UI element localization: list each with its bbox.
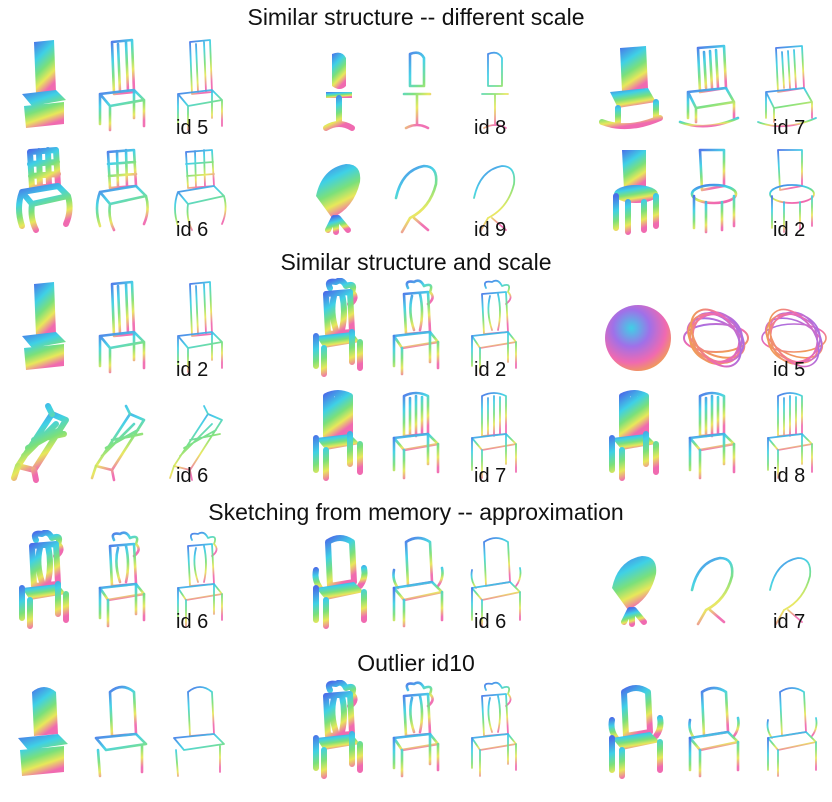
chair-sketch-image <box>688 391 736 480</box>
chair-row: id 6 id 7 id 8 <box>0 384 832 506</box>
chair-triplet: id 7 <box>598 36 832 158</box>
id-label: id 5 <box>773 359 806 381</box>
chair-pointcloud-image <box>613 150 659 235</box>
chair-pointcloud-image <box>19 530 69 629</box>
chair-sketch-image <box>688 686 740 778</box>
chair-pointcloud-image <box>22 282 66 370</box>
id-label: id 7 <box>474 465 507 487</box>
chair-pointcloud-image <box>16 147 73 233</box>
chair-triplet: id 5 <box>598 278 832 400</box>
chair-row: id 6 id 9 id 2 <box>0 138 832 260</box>
chair-sketch-image <box>94 685 148 778</box>
id-label: id 8 <box>773 465 806 487</box>
chair-triplet <box>302 680 562 802</box>
chair-pointcloud-image <box>22 40 66 128</box>
chair-triplet: id 8 <box>598 384 832 506</box>
chair-sketch-image <box>678 44 740 128</box>
chair-curve-network-image <box>761 308 827 368</box>
chair-triplet: id 6 <box>8 384 268 506</box>
chair-triplet <box>8 680 268 802</box>
chair-sketch-image <box>90 404 146 482</box>
id-label: id 2 <box>773 219 806 241</box>
chair-pointcloud-image <box>313 680 363 779</box>
chair-pointcloud-image <box>608 685 664 779</box>
chair-row: id 2 id 2 id 5 <box>0 278 832 400</box>
chair-comparison-figure: Similar structure -- different scale id 5… <box>0 4 832 779</box>
id-label: id 2 <box>176 359 209 381</box>
chair-triplet: id 8 <box>302 36 562 158</box>
chair-sketch-image <box>394 164 438 234</box>
chair-curve-network-image <box>177 531 223 627</box>
chair-triplet: id 6 <box>302 530 562 652</box>
section-title: Similar structure and scale <box>280 249 552 275</box>
chair-triplet: id 7 <box>598 530 832 652</box>
chair-curve-network-image <box>473 165 516 233</box>
chair-curve-network-image <box>173 686 225 777</box>
chair-row <box>0 680 832 802</box>
chair-curve-network-image <box>177 281 223 373</box>
chair-sketch-image <box>683 308 749 368</box>
chair-curve-network-image <box>757 45 817 128</box>
chair-pointcloud-image <box>605 305 671 371</box>
chair-pointcloud-image <box>609 390 659 481</box>
chair-sketch-image <box>392 681 440 778</box>
id-label: id 8 <box>474 117 507 139</box>
section-title: Similar structure -- different scale <box>247 4 585 30</box>
chair-triplet: id 7 <box>302 384 562 506</box>
chair-triplet <box>598 680 832 802</box>
chair-pointcloud-image <box>18 687 68 776</box>
chair-pointcloud-image <box>612 556 657 627</box>
chair-sketch-image <box>392 279 440 376</box>
chair-curve-network-image <box>766 687 818 777</box>
id-label: id 7 <box>773 611 806 633</box>
chair-triplet: id 5 <box>8 36 268 158</box>
chair-curve-network-image <box>769 557 812 625</box>
chair-curve-network-image <box>169 405 223 481</box>
chair-sketch-image <box>392 536 444 628</box>
chair-sketch-image <box>95 148 149 232</box>
chair-curve-network-image <box>471 681 517 777</box>
chair-triplet: id 2 <box>8 278 268 400</box>
chair-pointcloud-image <box>599 46 663 130</box>
chair-curve-network-image <box>471 279 517 375</box>
chair-triplet: id 2 <box>598 138 832 260</box>
id-label: id 5 <box>176 117 209 139</box>
chair-triplet: id 9 <box>302 138 562 260</box>
chair-row: id 5 id 8 id 7 <box>0 36 832 158</box>
chair-triplet: id 6 <box>8 530 268 652</box>
chair-sketch-image <box>98 531 146 628</box>
chair-pointcloud-image <box>313 390 363 481</box>
id-label: id 6 <box>176 465 209 487</box>
section-title: Outlier id10 <box>357 650 475 676</box>
id-label: id 6 <box>474 611 507 633</box>
id-label: id 9 <box>474 219 507 241</box>
chair-curve-network-image <box>470 537 522 627</box>
chair-curve-network-image <box>471 392 517 479</box>
id-label: id 6 <box>176 611 209 633</box>
id-label: id 2 <box>474 359 507 381</box>
chair-sketch-image <box>392 391 440 480</box>
chair-pointcloud-image <box>323 52 355 131</box>
chair-curve-network-image <box>177 39 223 131</box>
chair-curve-network-image <box>767 392 813 479</box>
chair-curve-network-image <box>769 149 815 233</box>
chair-pointcloud-image <box>312 535 368 629</box>
chair-pointcloud-image <box>11 403 69 483</box>
chair-row: id 6 id 6 id 7 <box>0 530 832 652</box>
chair-pointcloud-image <box>316 164 361 235</box>
chair-curve-network-image <box>481 51 509 129</box>
id-label: id 6 <box>176 219 209 241</box>
chair-sketch-image <box>98 38 146 132</box>
chair-triplet: id 6 <box>8 138 268 260</box>
chair-triplet: id 2 <box>302 278 562 400</box>
section-title: Sketching from memory -- approximation <box>208 499 624 525</box>
chair-pointcloud-image <box>313 278 363 377</box>
chair-sketch-image <box>98 280 146 374</box>
chair-sketch-image <box>690 148 738 234</box>
chair-curve-network-image <box>174 149 227 231</box>
chair-sketch-image <box>690 556 734 626</box>
chair-sketch-image <box>402 51 432 130</box>
id-label: id 7 <box>773 117 806 139</box>
